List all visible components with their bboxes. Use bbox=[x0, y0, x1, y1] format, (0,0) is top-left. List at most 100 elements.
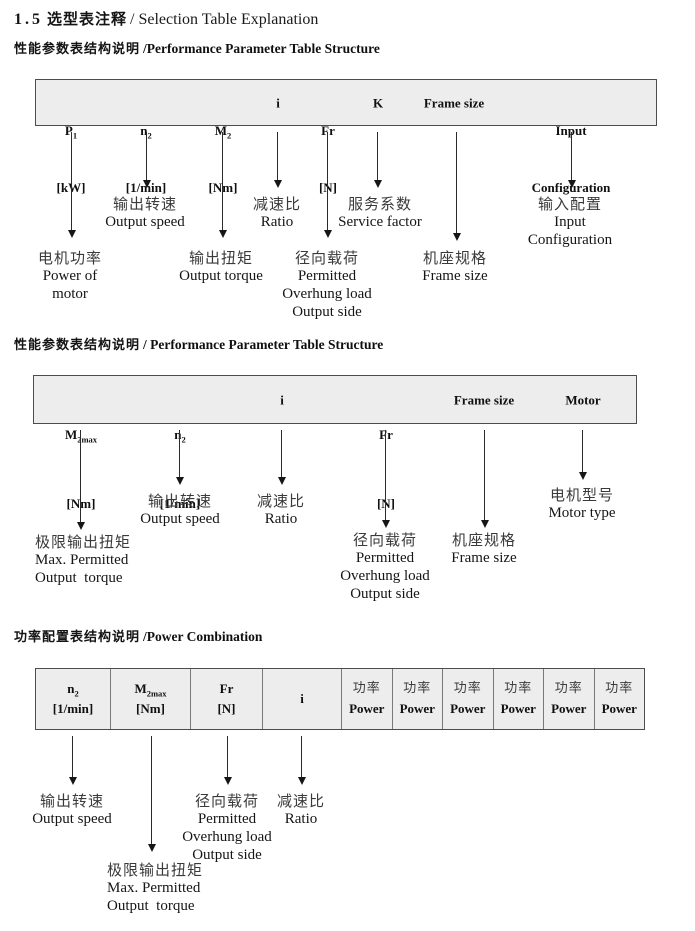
table3-col-power-2: 功率 Power bbox=[393, 669, 443, 729]
callout-en: Overhung load bbox=[340, 568, 430, 584]
callout-zh: 输出转速 bbox=[112, 195, 178, 213]
callout-ratio: 减速比 Ratio bbox=[257, 492, 305, 528]
callout-en: Output torque bbox=[107, 898, 195, 914]
callout-output-torque: 输出扭矩 Output torque bbox=[179, 249, 263, 285]
callout-zh: 输出转速 bbox=[39, 792, 105, 810]
table2-col-motor: Motor bbox=[565, 392, 601, 407]
callout-ratio: 减速比 Ratio bbox=[277, 792, 325, 828]
callout-zh: 电机型号 bbox=[549, 486, 615, 504]
arrow-fr bbox=[223, 736, 232, 785]
callout-zh: 输入配置 bbox=[537, 195, 602, 213]
table3-col-power-3: 功率 Power bbox=[443, 669, 494, 729]
arrow-n2 bbox=[68, 736, 77, 785]
power-label-en: Power bbox=[349, 701, 385, 716]
table1-col-m2-symbol: M2 bbox=[214, 123, 232, 141]
table3-col-i: i bbox=[263, 669, 342, 729]
callout-overhung-load: 径向载荷 Permitted Overhung load Output side bbox=[282, 249, 372, 321]
callout-zh: 机座规格 bbox=[422, 249, 488, 267]
power-label-zh: 功率 bbox=[352, 681, 381, 696]
table3-col-fr-unit: [N] bbox=[217, 701, 236, 716]
callout-en: Output side bbox=[192, 847, 262, 863]
table2-col-n2-symbol: n2 bbox=[174, 427, 186, 445]
table2-col-n2-unit: [1/min] bbox=[159, 496, 201, 511]
table1-col-fr: Fr [N] bbox=[318, 83, 338, 235]
callout-en: Power of bbox=[42, 268, 98, 284]
callout-ratio: 减速比 Ratio bbox=[253, 195, 301, 231]
callout-zh: 极限输出扭矩 bbox=[107, 861, 204, 879]
callout-en: Frame size bbox=[422, 268, 488, 284]
callout-en: Configuration bbox=[527, 232, 613, 248]
arrow-i bbox=[277, 430, 286, 485]
table1-col-p1-symbol: P1 bbox=[64, 123, 78, 141]
table2-performance-header: M2max [Nm] n2 [1/min] i Fr [N] Frame siz… bbox=[33, 375, 637, 511]
section1-heading-zh: 性能参数表结构说明 bbox=[14, 42, 141, 57]
callout-en: Output side bbox=[350, 586, 420, 602]
callout-en: Ratio bbox=[264, 511, 298, 527]
table1-performance-header: P1 [kW] n2 [1/min] M2 [Nm] i Fr [N] K Fr… bbox=[35, 79, 657, 195]
callout-motor-type: 电机型号 Motor type bbox=[548, 486, 615, 522]
arrow-frame-size bbox=[480, 430, 489, 528]
power-label-en: Power bbox=[500, 701, 536, 716]
table1-col-n2-symbol: n2 bbox=[140, 123, 152, 141]
table3-col-power-5: 功率 Power bbox=[544, 669, 595, 729]
callout-service-factor: 服务系数 Service factor bbox=[338, 195, 422, 231]
power-label-en: Power bbox=[450, 701, 486, 716]
callout-max-output-torque: 极限输出扭矩 Max. Permitted Output torque bbox=[35, 533, 131, 587]
power-label-en: Power bbox=[601, 701, 637, 716]
table2-col-frame-size: Frame size bbox=[453, 392, 515, 407]
section2-heading-zh: 性能参数表结构说明 bbox=[14, 338, 141, 353]
power-label-zh: 功率 bbox=[605, 681, 634, 696]
table2-col-fr-unit: [N] bbox=[376, 496, 396, 511]
power-label-zh: 功率 bbox=[504, 681, 533, 696]
callout-zh: 输出扭矩 bbox=[188, 249, 253, 267]
table1-col-m2: M2 [Nm] bbox=[209, 83, 238, 235]
arrow-m2max bbox=[147, 736, 156, 852]
table3-col-fr: Fr [N] bbox=[191, 669, 263, 729]
callout-en: Overhung load bbox=[282, 286, 372, 302]
arrow-n2 bbox=[175, 430, 184, 485]
section3-heading: 功率配置表结构说明/Power Combination bbox=[14, 626, 262, 646]
callout-en: Permitted bbox=[355, 550, 415, 566]
callout-en: Overhung load bbox=[182, 829, 272, 845]
arrow-i bbox=[297, 736, 306, 785]
section1-heading-en: /Performance Parameter Table Structure bbox=[143, 41, 380, 56]
callout-frame-size: 机座规格 Frame size bbox=[451, 531, 516, 567]
table3-col-m2max: M2max [Nm] bbox=[111, 669, 191, 729]
callout-zh: 减速比 bbox=[276, 792, 326, 810]
table2-col-i: i bbox=[280, 392, 284, 407]
section1-heading: 性能参数表结构说明/Performance Parameter Table St… bbox=[14, 38, 380, 58]
callout-zh: 极限输出扭矩 bbox=[35, 533, 132, 551]
table1-col-k: K bbox=[372, 95, 384, 110]
arrow-motor bbox=[578, 430, 587, 480]
arrow-fr bbox=[381, 430, 390, 528]
arrow-input-configuration bbox=[567, 132, 576, 188]
callout-en: Ratio bbox=[284, 811, 318, 827]
callout-input-configuration: 输入配置 Input Configuration bbox=[528, 195, 612, 249]
arrow-frame-size bbox=[452, 132, 461, 241]
callout-en: Output speed bbox=[105, 214, 185, 230]
power-label-zh: 功率 bbox=[403, 681, 432, 696]
table3-col-n2-unit: [1/min] bbox=[52, 701, 94, 716]
table1-col-i: i bbox=[276, 95, 280, 110]
table3-col-fr-symbol: Fr bbox=[219, 681, 234, 696]
callout-overhung-load: 径向载荷 Permitted Overhung load Output side bbox=[340, 531, 430, 603]
callout-zh: 减速比 bbox=[256, 492, 306, 510]
power-label-zh: 功率 bbox=[453, 681, 482, 696]
table2-col-n2: n2 [1/min] bbox=[160, 377, 200, 561]
arrow-n2 bbox=[142, 132, 151, 188]
table1-col-frame-size: Frame size bbox=[423, 95, 485, 110]
callout-en: Service factor bbox=[338, 214, 422, 230]
table3-col-power-1: 功率 Power bbox=[342, 669, 393, 729]
arrow-m2 bbox=[218, 132, 227, 238]
callout-en: Permitted bbox=[297, 268, 357, 284]
arrow-i bbox=[273, 132, 282, 188]
table3-col-i-symbol: i bbox=[300, 691, 304, 706]
table1-col-fr-unit: [N] bbox=[318, 180, 338, 195]
table3-col-power-6: 功率 Power bbox=[595, 669, 645, 729]
callout-zh: 径向载荷 bbox=[194, 792, 259, 810]
arrow-k bbox=[373, 132, 382, 188]
arrow-fr bbox=[323, 132, 332, 238]
callout-en: Output torque bbox=[35, 570, 123, 586]
power-label-zh: 功率 bbox=[554, 681, 583, 696]
